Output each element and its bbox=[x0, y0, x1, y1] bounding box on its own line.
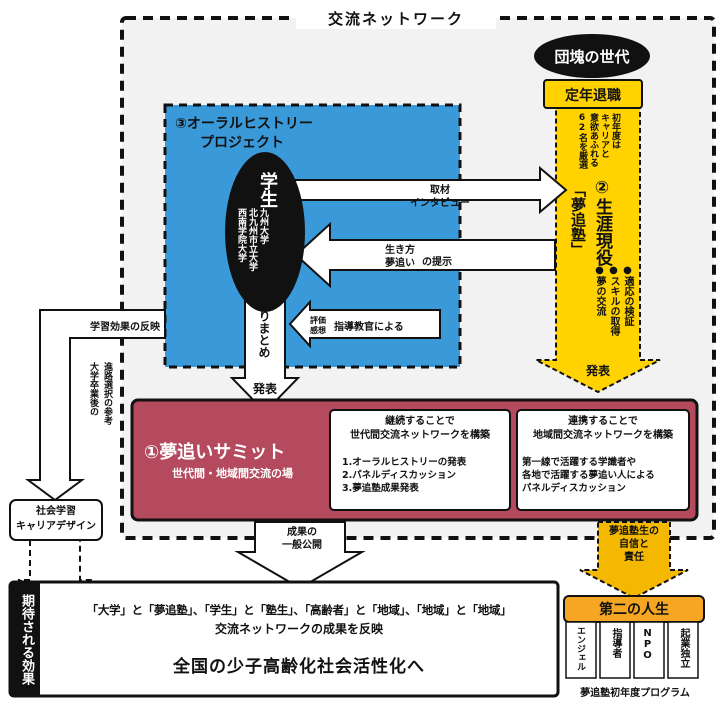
shogai-present: 発表 bbox=[585, 364, 610, 378]
shogai-subtitle: 「夢追塾」 bbox=[569, 182, 587, 257]
gakushu-arrow bbox=[24, 309, 166, 502]
box1-item-2: 2.パネルディスカッション bbox=[342, 470, 457, 481]
effect-line-2: 交流ネットワークの成果を反映 bbox=[214, 622, 383, 636]
shogai-arrow bbox=[535, 107, 661, 394]
network-title: 交流ネットワーク bbox=[296, 8, 496, 29]
hyoka-label: 評価 感想 bbox=[310, 316, 326, 336]
ikikata-line-1: 生き方 bbox=[385, 245, 415, 256]
seika-label: 成果の 一般公開 bbox=[262, 526, 342, 552]
note-line-2: キャリアと bbox=[599, 113, 609, 158]
sl-box-2 bbox=[599, 621, 631, 679]
note-line-3: 意欲あふれる bbox=[588, 113, 598, 167]
jishin-line-3: 責任 bbox=[624, 552, 644, 563]
univ-3: 西南学院大学 bbox=[236, 208, 246, 262]
bullet-2: ●スキルの取得 bbox=[608, 265, 619, 336]
dankai-label: 団塊の世代 bbox=[554, 48, 630, 66]
box2-text-1: 第一線で活躍する学識者や bbox=[522, 457, 637, 468]
jishin-label: 夢追塾生の 自信と 責任 bbox=[598, 525, 670, 564]
jishin-line-1: 夢追塾生の bbox=[609, 526, 659, 537]
univ-1: 九州大学 bbox=[258, 208, 268, 244]
effect-label-band bbox=[10, 582, 40, 696]
sankou-label: 大学卒業後の 進路選択の参考 bbox=[74, 362, 114, 472]
effect-label: 期待される効果 bbox=[19, 594, 34, 685]
teiji-label: の提示 bbox=[422, 257, 452, 268]
interview-label: 取材 インタビュー bbox=[385, 184, 495, 210]
summit-box1-title: 継続することで 世代間交流ネットワークを構築 bbox=[330, 415, 510, 443]
sl-item-3: NPO bbox=[642, 628, 653, 661]
retire-box bbox=[543, 79, 643, 109]
shido-label: 指導教官による bbox=[334, 322, 404, 333]
student-ellipse bbox=[225, 152, 305, 312]
summit-title: ①夢追いサミット bbox=[144, 442, 286, 463]
career-label: 社会学習 キャリアデザイン bbox=[10, 504, 102, 534]
univ-2: 北九州市立大学 bbox=[247, 208, 257, 271]
summit-box2 bbox=[516, 409, 690, 511]
effect-line-3: 全国の少子高齢化社会活性化へ bbox=[173, 657, 425, 677]
seika-arrow bbox=[234, 521, 366, 590]
dankai-ellipse bbox=[534, 34, 650, 78]
summit-box2-text: 第一線で活躍する学識者や 各地で活躍する夢追い人による パネルディスカッション bbox=[522, 456, 655, 495]
career-line-1: 社会学習 bbox=[36, 506, 76, 517]
second-life-title: 第二の人生 bbox=[599, 602, 669, 618]
sl-box-1 bbox=[565, 621, 597, 679]
box1-item-3: 3.夢追塾成果発表 bbox=[342, 483, 419, 494]
interview-arrow bbox=[287, 165, 568, 215]
box1-item-1: 1.オーラルヒストリーの発表 bbox=[342, 457, 467, 468]
career-box bbox=[9, 499, 103, 541]
sl-box-3 bbox=[633, 621, 665, 679]
box2-title-2: 地域間交流ネットワークを構築 bbox=[533, 430, 673, 441]
jishin-line-2: 自信と bbox=[619, 539, 649, 550]
hyoka-line-2: 感想 bbox=[310, 326, 326, 335]
ikikata-line-2: 夢追い bbox=[385, 258, 415, 269]
hyoka-line-1: 評価 bbox=[310, 316, 326, 325]
student-down-arrow bbox=[229, 289, 301, 414]
summit-box2-title: 連携することで 地域間交流ネットワークを構築 bbox=[517, 415, 689, 443]
shogai-title: ②生涯現役 bbox=[592, 178, 612, 266]
note-line-4: 62名を厳選 bbox=[577, 113, 587, 169]
sl-item-2: 指導者 bbox=[610, 628, 621, 658]
effect-line-1: 「大学」と「夢追塾」、「学生」と「塾生」、「高齢者」と「地域」、「地域」と「地域… bbox=[86, 603, 512, 617]
ikikata-arrow bbox=[294, 221, 556, 289]
sankou-line-1: 大学卒業後の bbox=[88, 362, 98, 416]
shogai-bullets: ●適応の検証 ●スキルの取得 ●夢の交流 bbox=[565, 265, 635, 355]
interview-line-1: 取材 bbox=[430, 185, 450, 196]
box2-text-3: パネルディスカッション bbox=[522, 483, 626, 494]
jishin-arrow bbox=[579, 521, 689, 600]
seika-line-1: 成果の bbox=[287, 527, 317, 538]
seika-line-2: 一般公開 bbox=[282, 540, 322, 551]
note-line-1: 初年度は bbox=[610, 113, 620, 149]
student-label: 学生 bbox=[257, 172, 278, 208]
oral-title-2: プロジェクト bbox=[200, 135, 284, 151]
career-line-2: キャリアデザイン bbox=[16, 521, 96, 532]
box1-title-1: 継続することで bbox=[385, 416, 455, 427]
bullet-1: ●適応の検証 bbox=[622, 265, 633, 326]
box2-text-2: 各地で活躍する夢追い人による bbox=[522, 470, 655, 481]
gakushu-label: 学習効果の反映 bbox=[90, 322, 160, 333]
summit-subtitle: 世代間・地域間交流の場 bbox=[172, 467, 293, 480]
student-summary: とりまとめ bbox=[257, 298, 271, 358]
second-life-caption: 夢追塾初年度プログラム bbox=[580, 688, 690, 699]
ikikata-label: 生き方 夢追い bbox=[380, 244, 420, 270]
box1-title-2: 世代間交流ネットワークを構築 bbox=[350, 430, 490, 441]
retire-label: 定年退職 bbox=[565, 88, 621, 104]
interview-line-2: インタビュー bbox=[410, 198, 470, 209]
sl-box-4 bbox=[667, 621, 699, 679]
oral-title-1: ③オーラルヒストリー bbox=[175, 116, 313, 132]
summit-box1 bbox=[329, 409, 511, 511]
dankai-note: 初年度は キャリアと 意欲あふれる 62名を厳選 bbox=[562, 113, 622, 223]
summit-box1-items: 1.オーラルヒストリーの発表 2.パネルディスカッション 3.夢追塾成果発表 bbox=[342, 456, 466, 495]
bullet-3: ●夢の交流 bbox=[594, 265, 605, 316]
student-univs: 九州大学 北九州市立大学 西南学院大学 bbox=[232, 208, 270, 296]
effect-box bbox=[8, 580, 560, 698]
student-present: 発表 bbox=[252, 382, 277, 396]
sl-item-1: エンジェル bbox=[575, 626, 585, 671]
sankou-line-2: 進路選択の参考 bbox=[102, 362, 112, 425]
hyoka-arrow bbox=[288, 299, 441, 349]
sl-item-4: 起業独立 bbox=[678, 628, 689, 668]
box2-title-1: 連携することで bbox=[568, 416, 638, 427]
